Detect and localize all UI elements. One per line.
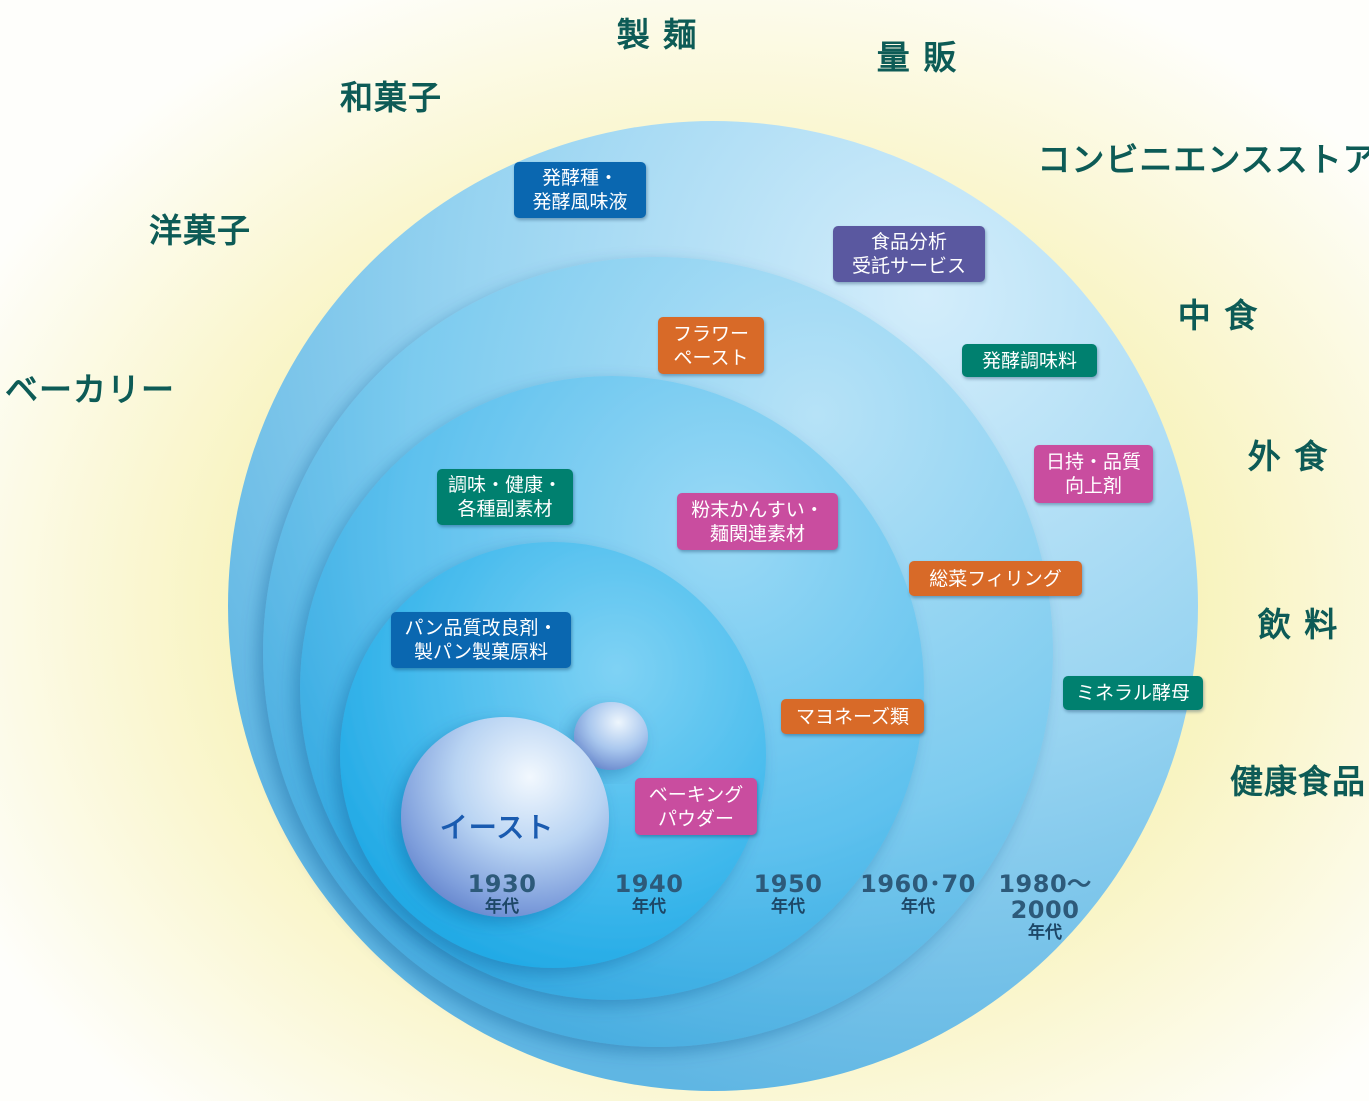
- market-label-inryo: 飲 料: [1257, 605, 1339, 644]
- market-label-wagashi: 和菓子: [340, 78, 442, 117]
- yeast-bubble-large: [401, 717, 609, 917]
- era-unit: 年代: [770, 897, 805, 917]
- market-label-kenko: 健康食品: [1230, 762, 1366, 801]
- market-label-bakery: ベーカリー: [5, 370, 175, 409]
- era-year: 1950: [753, 870, 823, 898]
- market-label-yogashi: 洋菓子: [149, 211, 251, 250]
- era-year: 1930: [467, 870, 537, 898]
- product-tag-sozai: 総菜フィリング: [909, 561, 1082, 596]
- era-year: 1960･70: [860, 870, 976, 898]
- yeast-bubble-small: [574, 702, 648, 770]
- product-tag-chomi: 調味・健康・ 各種副素材: [437, 469, 573, 525]
- product-tag-mayo: マヨネーズ類: [781, 699, 924, 734]
- product-tag-hakkoushu: 発酵種・ 発酵風味液: [514, 162, 646, 218]
- product-tag-mineral: ミネラル酵母: [1063, 676, 1203, 710]
- era-year: 1980～ 2000: [998, 870, 1092, 924]
- market-label-seimen: 製 麺: [616, 15, 698, 54]
- product-tag-flour: フラワー ペースト: [658, 317, 764, 374]
- era-unit: 年代: [1027, 923, 1062, 943]
- era-year: 1940: [614, 870, 684, 898]
- era-unit: 年代: [900, 897, 935, 917]
- product-tag-hinmochi: 日持・品質 向上剤: [1034, 445, 1153, 503]
- era-unit: 年代: [484, 897, 519, 917]
- product-tag-bunseki: 食品分析 受託サービス: [833, 226, 985, 282]
- market-label-gaishoku: 外 食: [1247, 437, 1329, 476]
- product-tag-bp: ベーキング パウダー: [635, 778, 757, 835]
- market-label-nakashoku: 中 食: [1177, 296, 1259, 335]
- product-tag-kairyozai: パン品質改良剤・ 製パン製菓原料: [391, 612, 571, 668]
- yeast-label: イースト: [439, 811, 555, 844]
- market-label-conveni: コンビニエンスストア: [1037, 140, 1369, 179]
- product-tag-kansui: 粉末かんすい・ 麺関連素材: [677, 493, 838, 550]
- product-tag-chomiryo: 発酵調味料: [962, 344, 1097, 377]
- era-unit: 年代: [631, 897, 666, 917]
- market-label-ryohan: 量 販: [876, 38, 958, 77]
